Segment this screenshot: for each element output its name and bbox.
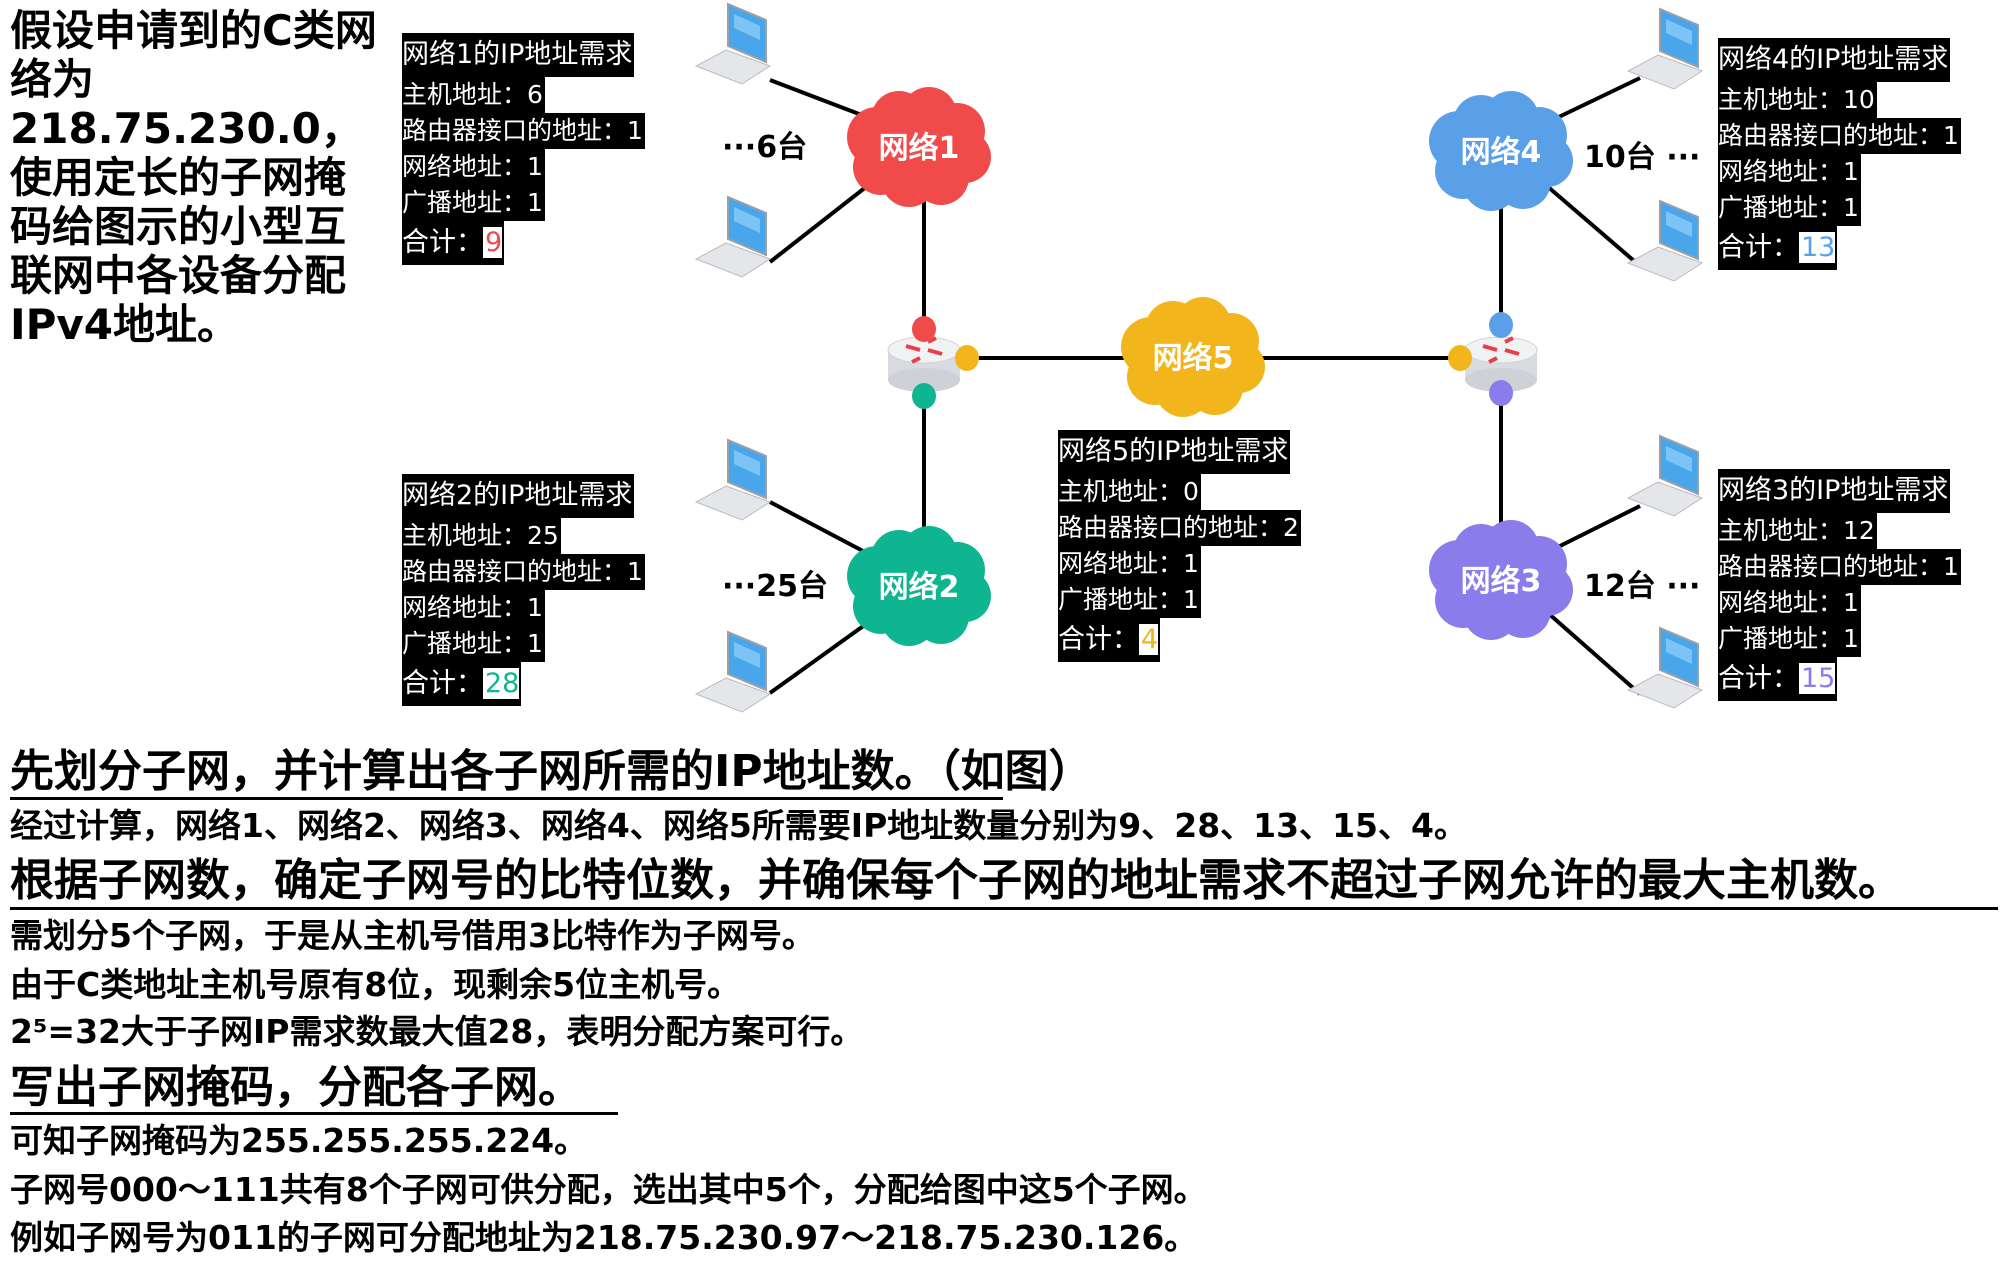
requirement-total: 合计：15 [1718,657,1838,701]
requirement-broadcast: 广播地址：1 [1058,582,1201,618]
host-count-net3: 12台 ··· [1584,569,1701,604]
requirement-router: 路由器接口的地址：1 [1718,549,1961,585]
requirement-title: 网络3的IP地址需求 [1718,469,1951,513]
requirement-host: 主机地址：10 [1718,82,1877,118]
requirement-network: 网络地址：1 [1718,154,1861,190]
laptop-icon [1626,434,1704,517]
requirement-total: 合计：13 [1718,226,1838,270]
requirement-title: 网络4的IP地址需求 [1718,38,1951,82]
requirement-network: 网络地址：1 [402,590,545,626]
requirement-broadcast: 广播地址：1 [1718,621,1861,657]
cloud-net2 [847,526,991,646]
link-line [768,174,882,264]
cloud-net3 [1429,520,1573,640]
requirement-network: 网络地址：1 [1058,546,1201,582]
requirement-router: 路由器接口的地址：1 [1718,118,1961,154]
step1-text: 经过计算，网络1、网络2、网络3、网络4、网络5所需要IP地址数量分别为9、28… [10,806,1467,845]
host-count-net4: 10台 ··· [1584,140,1701,175]
laptop-icon [694,195,772,278]
laptop-icon [1626,199,1704,282]
step2-text-2: 由于C类地址主机号原有8位，现剩余5位主机号。 [10,965,741,1004]
total-value: 13 [1799,232,1836,263]
laptop-icon [694,630,772,713]
requirement-title: 网络2的IP地址需求 [402,474,635,518]
total-label: 合计： [1058,624,1139,655]
interface-dot-net4 [1489,312,1513,338]
cloud-net1 [847,87,991,207]
total-value: 9 [483,227,503,258]
problem-statement: 假设申请到的C类网络为218.75.230.0，使用定长的子网掩码给图示的小型互… [10,6,377,349]
interface-dot-net3 [1489,380,1513,406]
requirement-host: 主机地址：12 [1718,513,1877,549]
laptop-icon [1626,626,1704,709]
cloud-net4 [1429,91,1573,211]
total-label: 合计： [1718,663,1799,694]
total-label: 合计： [402,668,483,699]
step3-text-1: 可知子网掩码为255.255.255.224。 [10,1121,588,1160]
step3-heading: 写出子网掩码，分配各子网。 [10,1062,582,1113]
requirement-broadcast: 广播地址：1 [1718,190,1861,226]
total-value: 28 [483,668,520,699]
interface-dot-net5-left [955,345,979,371]
laptop-icon [694,2,772,85]
step1-heading: 先划分子网，并计算出各子网所需的IP地址数。（如图） [10,746,1093,797]
requirement-router: 路由器接口的地址：1 [402,113,645,149]
cloud-label-net2: 网络2 [879,570,960,605]
requirement-total: 合计：4 [1058,618,1161,662]
step3-underline [10,1112,618,1115]
cloud-net5 [1121,297,1265,417]
requirement-host: 主机地址：25 [402,518,561,554]
requirement-router: 路由器接口的地址：2 [1058,510,1301,546]
interface-dot-net1 [912,316,936,342]
host-count-net2: ···25台 [722,569,828,604]
devices [694,2,1704,713]
link-line [768,612,882,695]
total-value: 15 [1799,663,1836,694]
laptop-icon [694,438,772,521]
total-label: 合计： [402,227,483,258]
requirement-broadcast: 广播地址：1 [402,185,545,221]
requirement-network: 网络地址：1 [1718,585,1861,621]
requirement-host: 主机地址：0 [1058,474,1201,510]
requirement-total: 合计：28 [402,662,522,706]
total-value: 4 [1139,624,1159,655]
step2-heading: 根据子网数，确定子网号的比特位数，并确保每个子网的地址需求不超过子网允许的最大主… [10,855,1902,906]
interface-dot-net5-right [1448,345,1472,371]
link-line [1538,604,1642,696]
requirement-router: 路由器接口的地址：1 [402,554,645,590]
cloud-label-net5: 网络5 [1153,341,1234,376]
step1-underline [10,797,1003,800]
cloud-label-net1: 网络1 [879,131,960,166]
requirement-title: 网络5的IP地址需求 [1058,430,1291,474]
link-line [1538,178,1642,268]
requirement-host: 主机地址：6 [402,77,545,113]
step2-text-1: 需划分5个子网，于是从主机号借用3比特作为子网号。 [10,916,815,955]
requirement-title: 网络1的IP地址需求 [402,33,635,77]
step3-text-3: 例如子网号为011的子网可分配地址为218.75.230.97～218.75.2… [10,1218,1198,1257]
requirement-total: 合计：9 [402,221,505,265]
requirement-network: 网络地址：1 [402,149,545,185]
step3-text-2: 子网号000～111共有8个子网可供分配，选出其中5个，分配给图中这5个子网。 [10,1170,1207,1209]
step2-underline [10,907,1998,910]
interface-dot-net2 [912,383,936,409]
cloud-label-net3: 网络3 [1461,564,1542,599]
cloud-label-net4: 网络4 [1461,135,1542,170]
host-count-net1: ···6台 [722,130,808,165]
total-label: 合计： [1718,232,1799,263]
requirement-broadcast: 广播地址：1 [402,626,545,662]
laptop-icon [1626,7,1704,90]
step2-text-3: 2⁵=32大于子网IP需求数最大值28，表明分配方案可行。 [10,1012,864,1051]
